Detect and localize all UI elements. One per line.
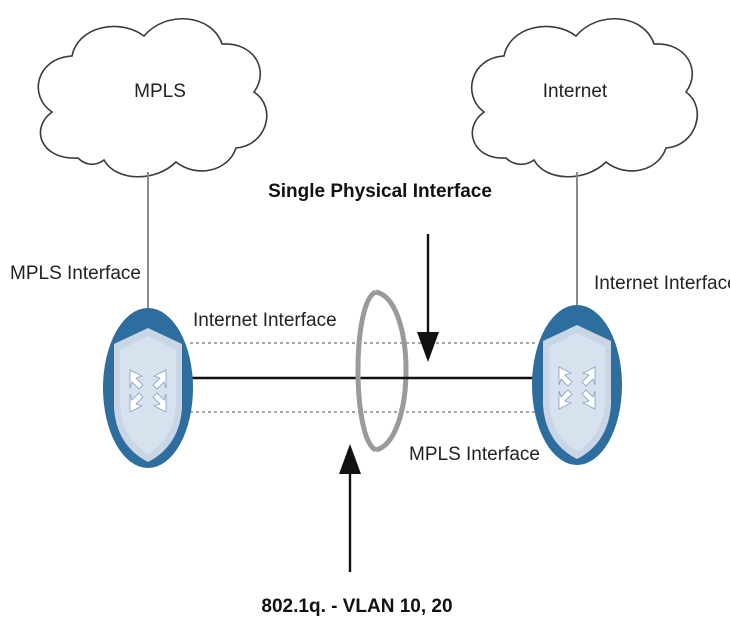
router-shield-icon <box>114 328 182 462</box>
internet-cloud-label: Internet <box>543 81 608 102</box>
trunk-ring-front <box>355 289 378 453</box>
single-physical-interface-label: Single Physical Interface <box>268 181 492 202</box>
router-shield-icon <box>543 325 611 459</box>
left-router <box>103 308 193 468</box>
internet-interface-right-label: Internet Interface <box>594 273 730 294</box>
right-router <box>532 305 622 465</box>
vlan-label: 802.1q. - VLAN 10, 20 <box>261 596 452 617</box>
internet-cloud-shape <box>470 17 698 178</box>
mpls-cloud: MPLS <box>37 17 268 178</box>
internet-cloud: Internet <box>470 17 698 178</box>
mpls-interface-link-label: MPLS Interface <box>409 444 540 465</box>
trunk-ring-back <box>375 289 409 453</box>
single-interface-arrow <box>417 234 439 362</box>
mpls-cloud-shape <box>37 17 268 178</box>
vlan-arrow <box>339 444 361 572</box>
mpls-interface-left-label: MPLS Interface <box>10 263 141 284</box>
internet-interface-link-label: Internet Interface <box>193 310 337 331</box>
mpls-cloud-label: MPLS <box>134 81 186 102</box>
